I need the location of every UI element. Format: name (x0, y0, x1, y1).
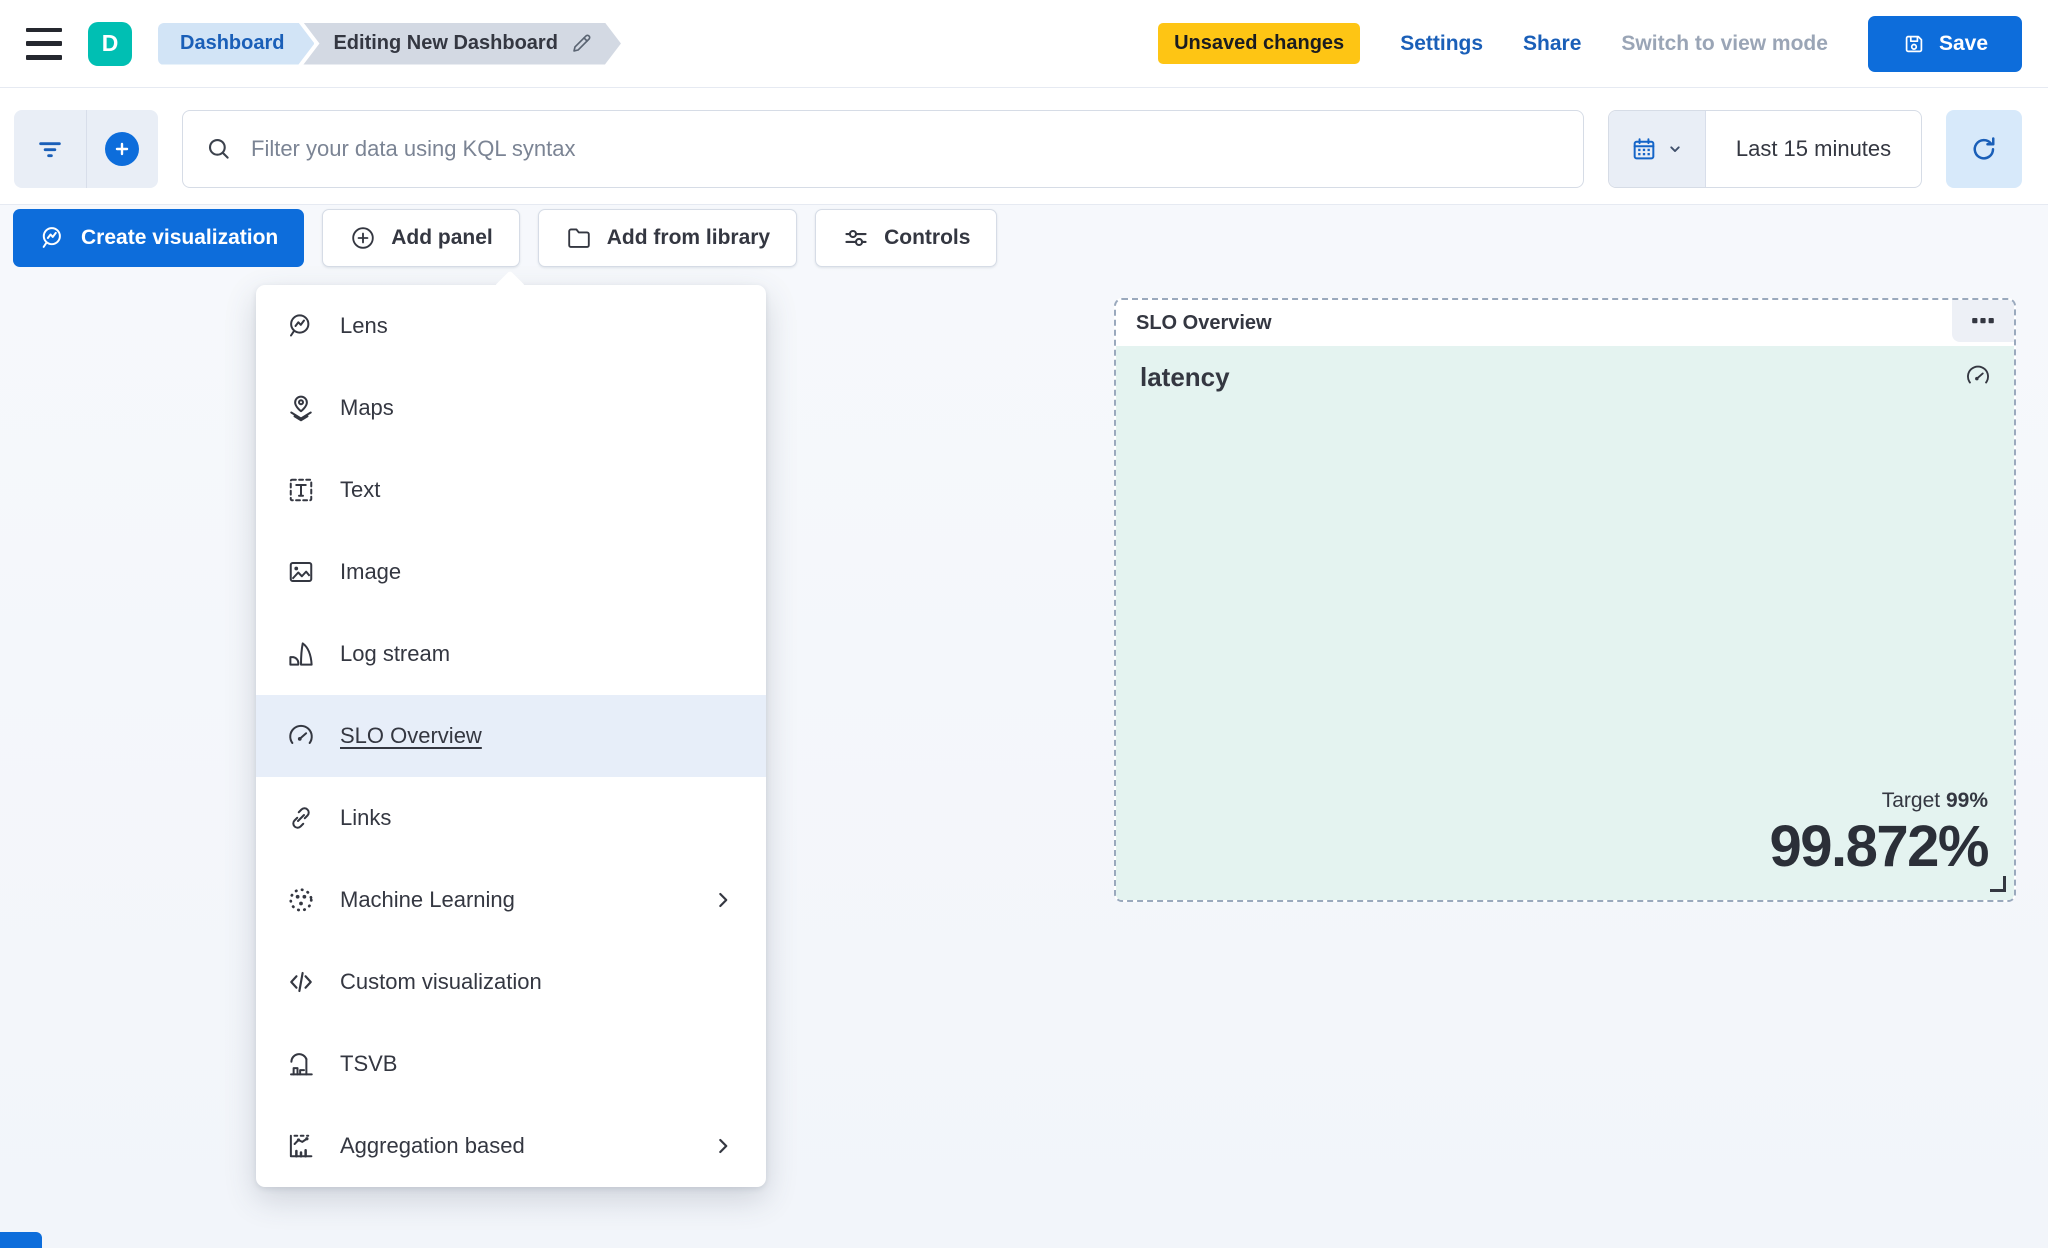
create-visualization-label: Create visualization (81, 226, 279, 249)
menu-item-label: Image (340, 559, 402, 584)
menu-item-label: Aggregation based (340, 1133, 525, 1158)
breadcrumb: Dashboard Editing New Dashboard (158, 23, 621, 65)
calendar-icon (1633, 138, 1654, 160)
menu-item-tsvb[interactable]: TSVB (256, 1023, 766, 1105)
menu-item-label: Links (340, 805, 392, 830)
image-icon (289, 562, 313, 582)
menu-item-label: Log stream (340, 641, 451, 666)
menu-item-label: Machine Learning (340, 887, 515, 912)
slo-value: 99.872% (1769, 814, 1990, 880)
aggregation-icon (289, 1134, 313, 1158)
tsvb-icon (290, 1053, 313, 1076)
code-icon (290, 971, 312, 993)
slo-overview-panel[interactable]: SLO Overview latency Target 99% 99.872% (1114, 298, 2016, 902)
menu-item-image[interactable]: Image (256, 531, 766, 613)
menu-item-aggregation-based[interactable]: Aggregation based (256, 1105, 766, 1187)
gauge-icon (1964, 362, 1992, 390)
filter-options-button[interactable] (14, 110, 86, 188)
menu-item-text[interactable]: Text (256, 449, 766, 531)
share-link[interactable]: Share (1523, 31, 1582, 55)
boxes-horizontal-icon (1972, 318, 1994, 324)
menu-item-slo-overview[interactable]: SLO Overview (256, 695, 766, 777)
menu-item-label: Lens (340, 313, 388, 338)
menu-item-lens[interactable]: Lens (256, 285, 766, 367)
menu-item-links[interactable]: Links (256, 777, 766, 859)
panel-title: SLO Overview (1136, 311, 1272, 334)
chevron-right-icon (710, 887, 736, 913)
menu-item-custom-visualization[interactable]: Custom visualization (256, 941, 766, 1023)
add-panel-button[interactable]: Add panel (322, 209, 520, 267)
save-button-label: Save (1938, 31, 1988, 55)
plus-in-circle-icon (352, 227, 374, 249)
date-picker-calendar-button[interactable] (1609, 111, 1706, 187)
chevron-right-icon (710, 1133, 736, 1159)
log-stream-icon (289, 642, 313, 666)
links-icon (292, 807, 310, 829)
lens-icon (290, 314, 310, 337)
refresh-button[interactable] (1946, 110, 2022, 188)
save-icon (1902, 32, 1926, 56)
chevron-down-icon (1669, 146, 1680, 152)
text-icon (289, 478, 313, 502)
search-icon (205, 135, 233, 163)
settings-link[interactable]: Settings (1400, 31, 1484, 55)
avatar[interactable]: D (88, 21, 132, 66)
controls-button[interactable]: Controls (815, 209, 998, 267)
time-range-button[interactable]: Last 15 minutes (1735, 136, 1892, 161)
switch-to-view-mode-link[interactable]: Switch to view mode (1621, 31, 1828, 55)
menu-item-maps[interactable]: Maps (256, 367, 766, 449)
menu-item-machine-learning[interactable]: Machine Learning (256, 859, 766, 941)
breadcrumb-editing[interactable]: Editing New Dashboard (303, 23, 620, 65)
clipped-bottom-left-element (0, 1232, 42, 1248)
sliders-icon (845, 229, 867, 247)
pencil-icon (570, 32, 593, 55)
resize-handle-icon[interactable] (1990, 876, 2006, 892)
plus-circle-icon (105, 132, 140, 166)
panel-body: latency Target 99% 99.872% (1116, 346, 2014, 900)
target-label: Target (1881, 789, 1941, 813)
controls-label: Controls (884, 226, 971, 249)
panel-options-button[interactable] (1952, 300, 2014, 342)
filter-controls-group (14, 110, 158, 188)
target-value: 99% (1945, 789, 1988, 813)
machine-learning-icon (289, 888, 313, 912)
top-header: D Dashboard Editing New Dashboard Unsave… (0, 0, 2048, 88)
add-panel-menu: Lens Maps Text Image Log stream (256, 285, 766, 1187)
edit-toolbar: Create visualization Add panel Add from … (0, 205, 2048, 267)
hamburger-menu-icon[interactable] (26, 26, 62, 62)
search-input[interactable] (249, 135, 1561, 163)
kql-search-box (182, 110, 1584, 188)
add-from-library-button[interactable]: Add from library (537, 209, 798, 267)
menu-item-label: Maps (340, 395, 394, 420)
lens-icon (42, 227, 61, 248)
menu-item-label: SLO Overview (340, 723, 482, 748)
slo-name: latency (1140, 362, 1230, 392)
maps-icon (290, 395, 312, 422)
menu-item-label: Text (340, 477, 381, 502)
save-button[interactable]: Save (1867, 15, 2022, 72)
menu-item-label: TSVB (340, 1051, 398, 1076)
panel-header: SLO Overview (1116, 300, 2014, 346)
gauge-icon (289, 724, 313, 744)
filter-bar: Last 15 minutes (0, 88, 2048, 205)
breadcrumb-dashboard[interactable]: Dashboard (158, 23, 314, 65)
create-visualization-button[interactable]: Create visualization (13, 209, 305, 267)
breadcrumb-editing-label: Editing New Dashboard (333, 32, 558, 54)
header-actions: Unsaved changes Settings Share Switch to… (1158, 15, 2022, 72)
folder-icon (568, 228, 590, 248)
add-from-library-label: Add from library (606, 226, 771, 249)
slo-target: Target 99% (1770, 789, 1988, 813)
menu-item-label: Custom visualization (340, 969, 542, 994)
filter-icon (38, 142, 61, 158)
slo-stats: Target 99% 99.872% (1769, 789, 1990, 880)
unsaved-changes-badge: Unsaved changes (1158, 23, 1361, 64)
date-picker: Last 15 minutes (1608, 110, 1922, 188)
add-filter-button[interactable] (85, 110, 159, 188)
menu-item-log-stream[interactable]: Log stream (256, 613, 766, 695)
refresh-icon (1973, 137, 1995, 160)
add-panel-label: Add panel (391, 226, 493, 249)
